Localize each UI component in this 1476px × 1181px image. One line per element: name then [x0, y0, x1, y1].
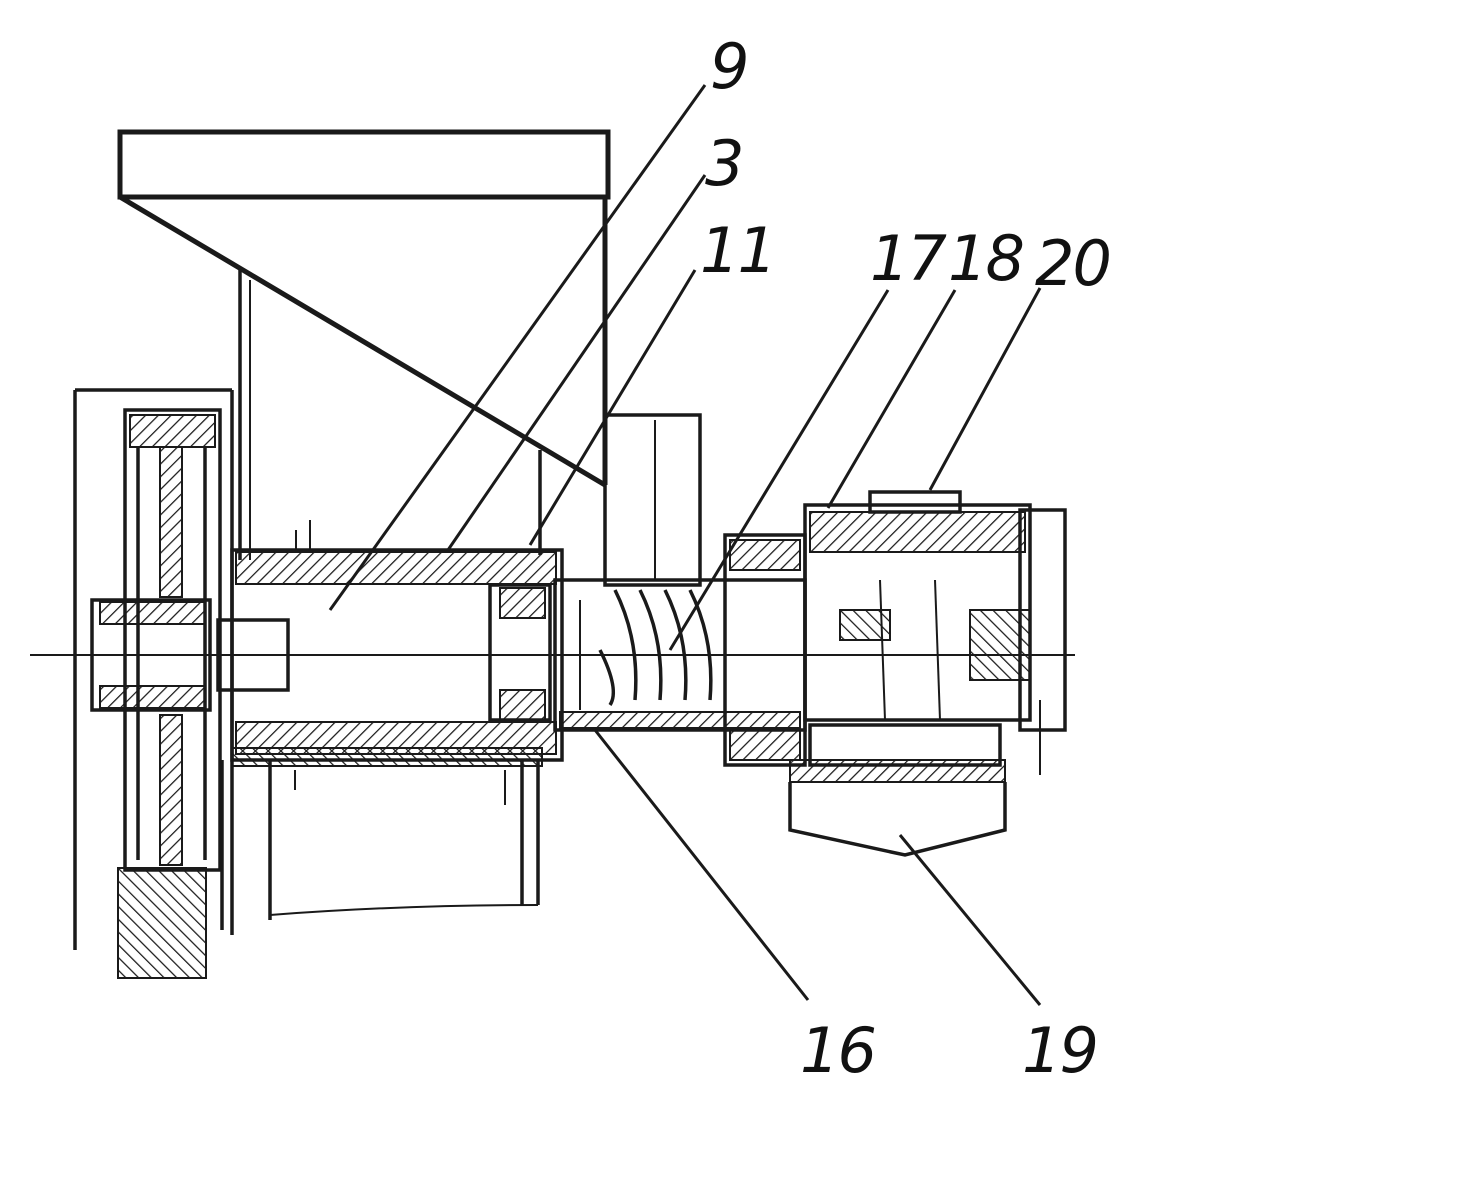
discharge-housing: [788, 723, 1007, 857]
label-17: 17: [870, 222, 946, 295]
hopper: [117, 129, 611, 555]
leader-lines: [328, 84, 1042, 1006]
label-9: 9: [710, 30, 747, 103]
label-11: 11: [700, 214, 775, 287]
label-18: 18: [948, 222, 1023, 295]
label-20: 20: [1035, 227, 1110, 300]
label-19: 19: [1022, 1014, 1097, 1087]
shaft-housing: [216, 520, 564, 805]
feed-throat: [603, 413, 702, 587]
pulley: [90, 408, 222, 979]
label-16: 16: [800, 1014, 875, 1087]
label-3: 3: [705, 127, 742, 200]
die-head: [723, 490, 1067, 775]
